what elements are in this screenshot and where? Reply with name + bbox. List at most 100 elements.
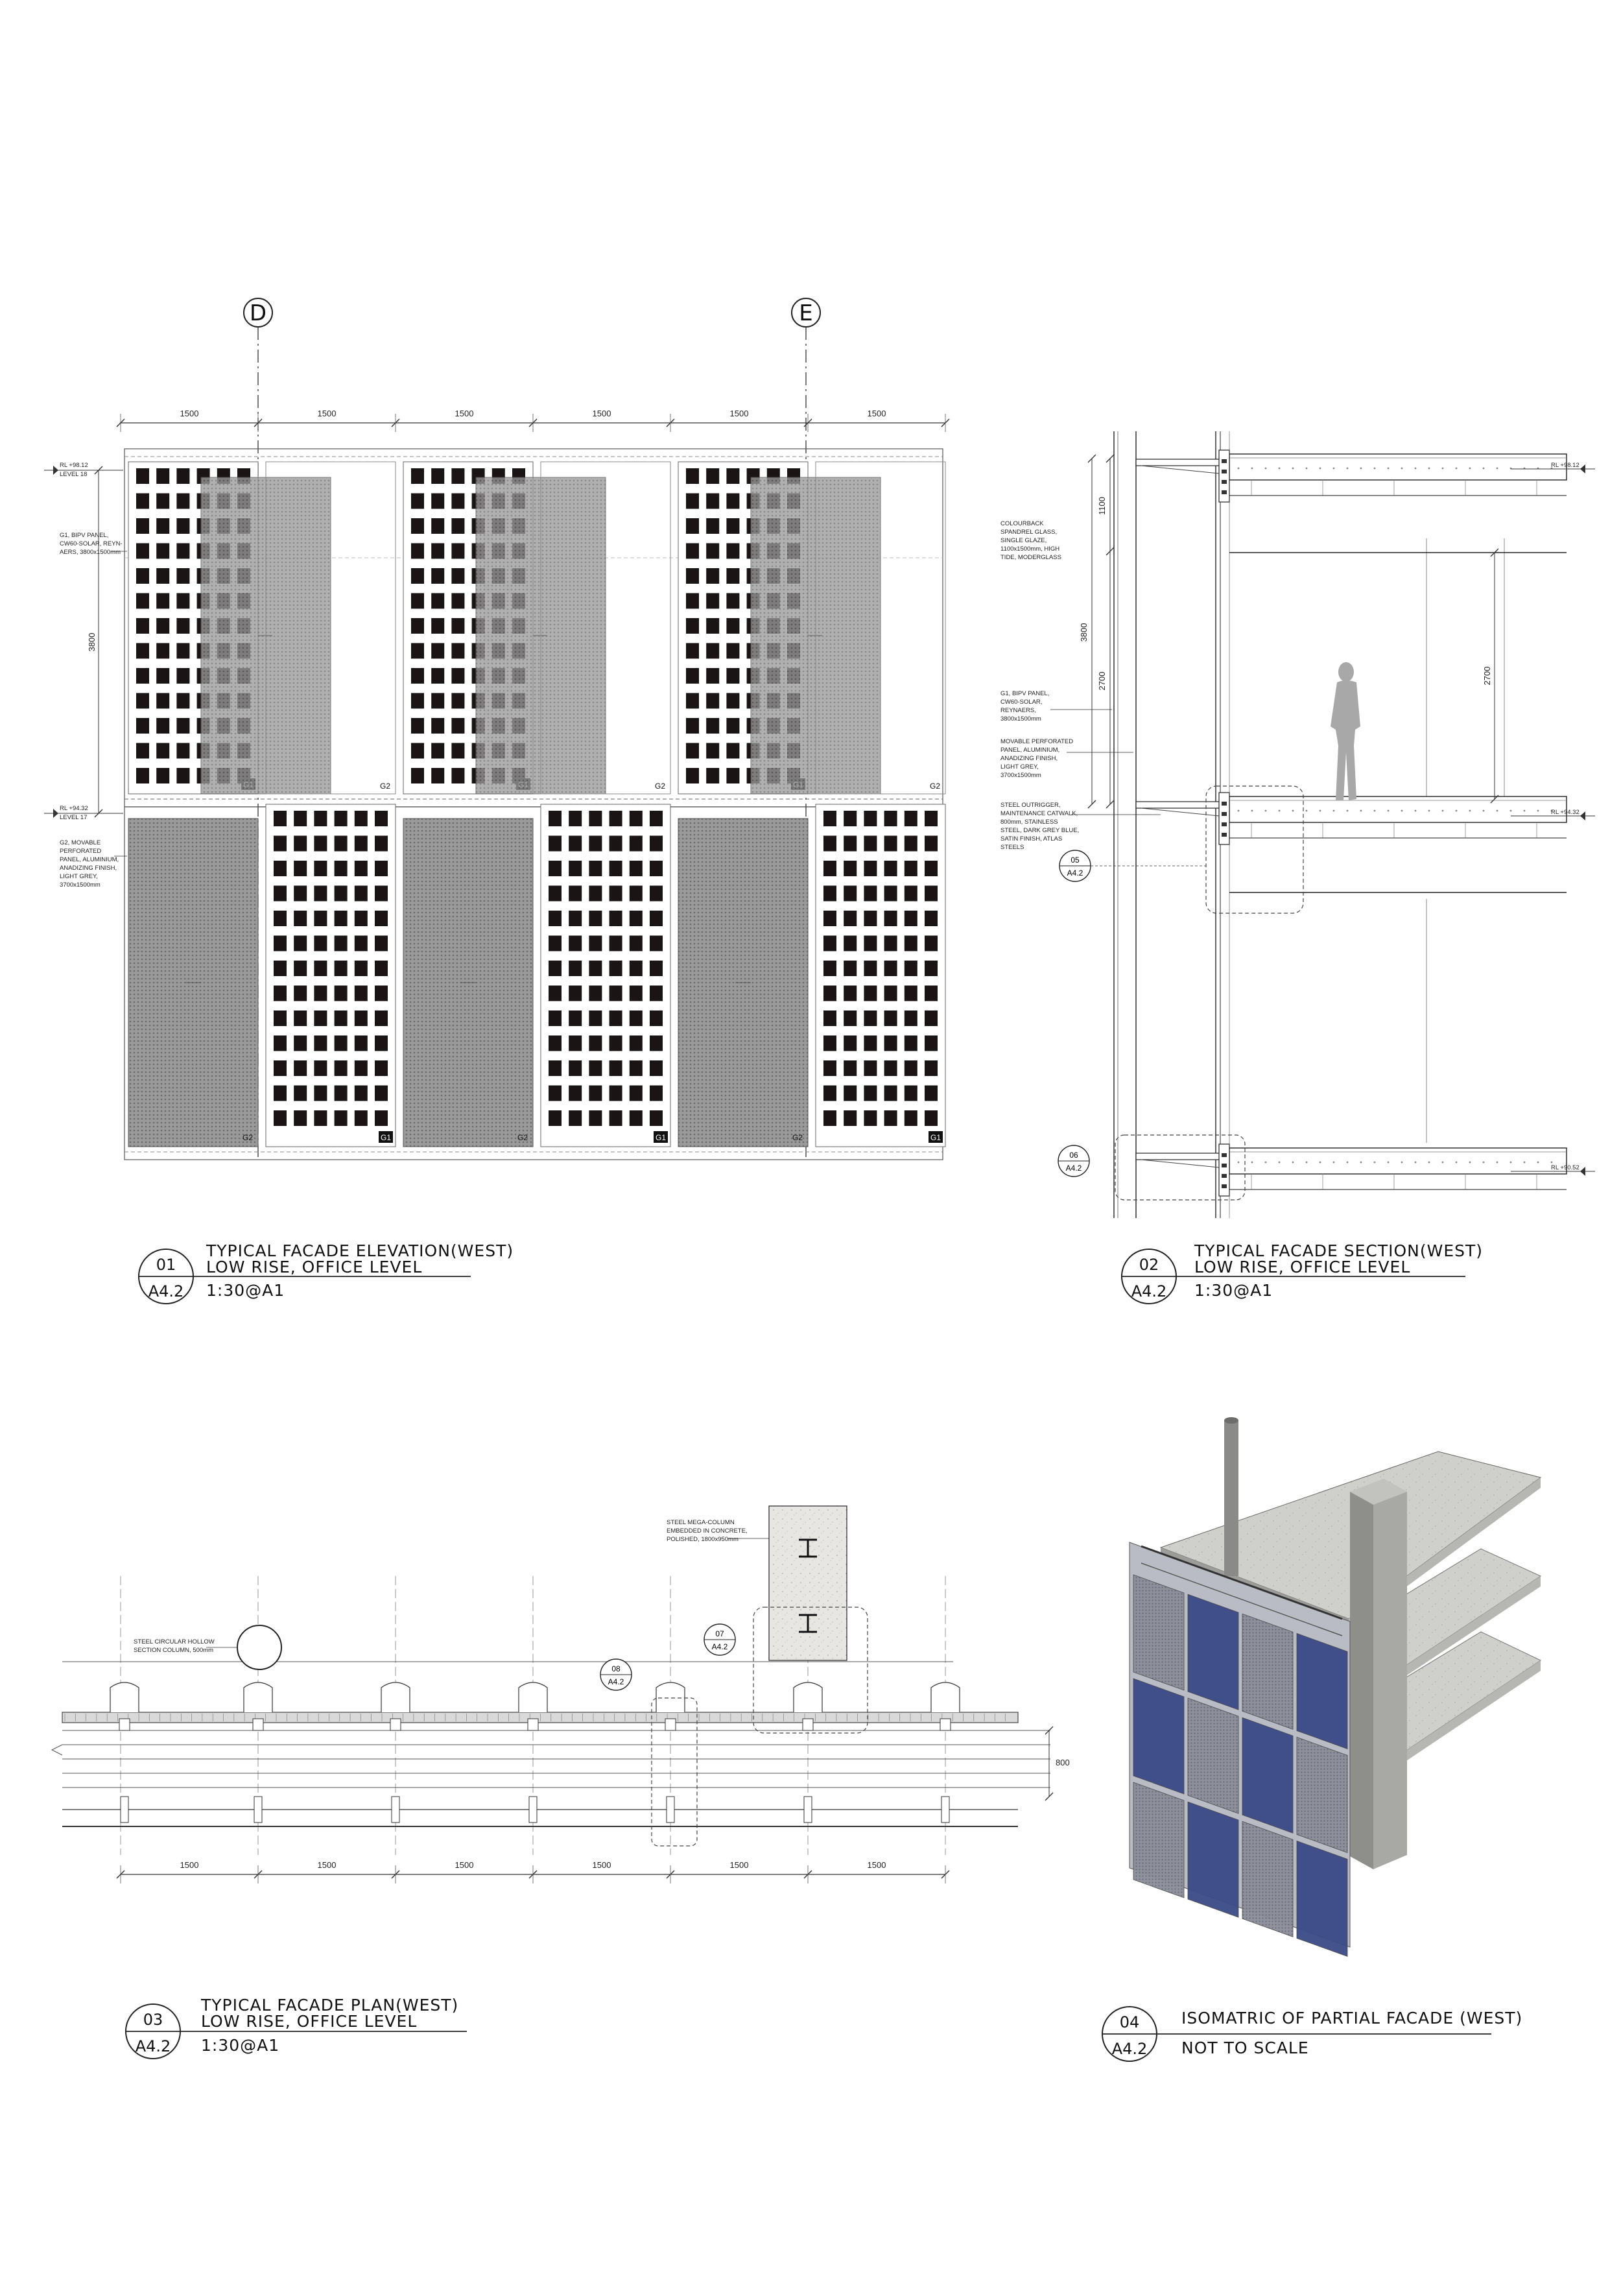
svg-text:POLISHED, 1800x950mm: POLISHED, 1800x950mm [667,1536,739,1543]
svg-text:CW60-SOLAR,: CW60-SOLAR, [1000,699,1042,706]
svg-text:PERFORATED: PERFORATED [60,848,101,855]
slab-aggregate [1428,467,1430,470]
solar-cell [904,1010,917,1026]
solar-cell [609,1110,622,1126]
solar-cell [629,961,643,976]
solar-cell [904,1110,917,1126]
slab-upper [1229,453,1567,481]
slab-aggregate [1428,809,1430,812]
solar-cell [726,593,740,609]
svg-text:RL +94.32: RL +94.32 [60,805,88,812]
slab-aggregate [1251,467,1253,470]
svg-text:1500: 1500 [455,409,474,418]
solar-cell [334,1060,348,1076]
plan-break-mark [51,1744,63,1756]
solar-cell [629,835,643,852]
solar-cell [136,518,149,534]
elevation-height-dimension: 3800 [87,466,103,818]
solar-cell [294,1035,307,1051]
solar-cell [549,811,562,826]
solar-cell [294,885,307,902]
solar-cell [334,1085,348,1101]
plan-column-cap [381,1682,410,1712]
solar-cell [431,518,445,534]
solar-cell [609,811,622,826]
solar-cell [609,835,622,852]
solar-cell [569,861,582,876]
solar-cell [904,1060,917,1076]
solar-cell [411,693,424,709]
solar-cell [431,693,445,709]
steel-outrigger [1135,1153,1227,1160]
solar-cell [314,1060,327,1076]
panel-tag-g1-bg [654,1131,668,1143]
solar-cell [314,911,327,926]
solar-cell [650,1110,663,1126]
slab-aggregate [1237,809,1240,812]
slab-aggregate [1496,467,1498,470]
solar-cell [354,811,368,826]
solar-cell [925,961,938,976]
svg-text:3800: 3800 [87,633,97,652]
solar-cell [375,861,388,876]
solar-cell [375,1060,388,1076]
solar-cell [589,1085,602,1101]
iso-facade-panel [1242,1821,1294,1937]
solar-cell [314,985,327,1001]
svg-text:LOW RISE, OFFICE LEVEL: LOW RISE, OFFICE LEVEL [201,2012,417,2031]
solar-cell [726,668,740,684]
svg-text:LIGHT GREY,: LIGHT GREY, [1000,763,1039,771]
svg-text:3700x1500mm: 3700x1500mm [1000,772,1041,779]
solar-cell [589,811,602,826]
slab-aggregate [1482,467,1485,470]
solar-cell [589,861,602,876]
solar-cell [156,593,170,609]
slab-aggregate [1496,1161,1498,1164]
solar-cell [884,1085,897,1101]
solar-cell [176,518,190,534]
glass-panel-outline [815,461,946,795]
solar-cell [844,935,857,951]
solar-cell [706,668,720,684]
solar-cell [864,1085,877,1101]
solar-cell [411,518,424,534]
solar-cell [884,961,897,976]
slab-aggregate [1346,1161,1349,1164]
solar-cell [451,468,465,484]
steel-outrigger [1135,459,1227,466]
svg-text:3700x1500mm: 3700x1500mm [60,881,101,889]
elevation-drawing: D E 1500 1500 1500 1500 1500 1500 G1G2G1… [44,298,950,1161]
solar-cell [411,468,424,484]
solar-cell [844,835,857,852]
solar-cell [864,985,877,1001]
solar-cell [706,618,720,634]
solar-cell [844,911,857,926]
panel-tag-g1: G1 [930,1133,941,1142]
plan-connector [119,1718,130,1731]
solar-cell [569,935,582,951]
solar-cell [726,718,740,734]
svg-text:PANEL, ALUMINIUM,: PANEL, ALUMINIUM, [1000,747,1059,754]
solar-cell [334,1035,348,1051]
solar-cell [823,961,836,976]
svg-text:1500: 1500 [868,1860,886,1870]
solar-cell [156,668,170,684]
svg-text:1:30@A1: 1:30@A1 [201,2036,279,2055]
solar-cell [686,518,699,534]
solar-cell [431,718,445,734]
solar-cell [411,593,424,609]
solar-cell [314,1110,327,1126]
solar-cell [136,493,149,509]
svg-text:LEVEL 18: LEVEL 18 [60,471,87,478]
svg-text:3800x1500mm: 3800x1500mm [1000,715,1041,723]
solar-cell [686,643,699,659]
svg-text:ANADIZING FINISH,: ANADIZING FINISH, [60,865,117,872]
solar-cell [136,618,149,634]
slab-aggregate [1441,467,1444,470]
solar-cell [354,961,368,976]
solar-cell [925,1110,938,1126]
slab-aggregate [1237,1161,1240,1164]
solar-cell [176,593,190,609]
solar-cell [569,885,582,902]
